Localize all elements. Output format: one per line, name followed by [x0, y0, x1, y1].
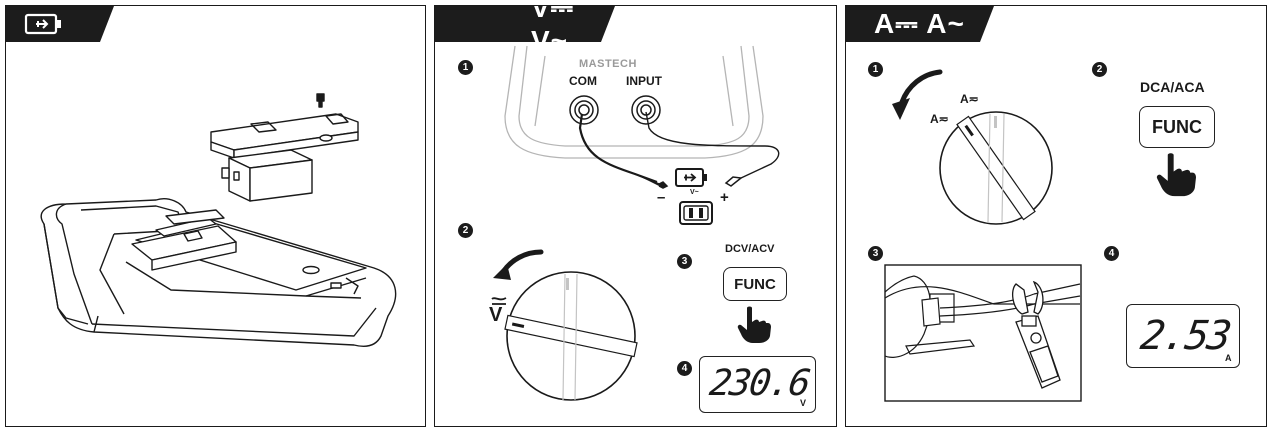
lcd-display-amp: 2.53 A — [1126, 304, 1240, 368]
com-port-label: COM — [569, 74, 597, 88]
screw-icon — [316, 93, 325, 108]
polarity-minus: – — [657, 189, 666, 206]
voltage-panel-header: V⎓ V~ — [435, 6, 601, 56]
step-3-badge: 3 — [677, 254, 692, 269]
battery-panel-header-slant — [100, 6, 114, 42]
step-2-badge: 2 — [1092, 62, 1107, 77]
brand-label: MASTECH — [579, 58, 637, 70]
dial-volt-label: V — [489, 304, 503, 326]
current-panel: A⎓ A~ 1 A≂ A≂ 2 DCA/ACA FUNC 3 — [845, 5, 1267, 427]
step-4-badge: 4 — [1104, 246, 1119, 261]
input-port-label: INPUT — [626, 74, 662, 88]
lcd-amp-unit: A — [1225, 353, 1232, 363]
lcd-volt-value: 230.6 — [707, 363, 812, 404]
lead-socket-icon — [679, 201, 713, 225]
probe-leads-illustration — [569, 95, 780, 189]
voltage-header-title: V⎓ V~ — [531, 5, 575, 56]
mini-battery-icon — [675, 168, 707, 187]
current-header-title: A⎓ A~ — [874, 7, 965, 39]
dial-amp-label-1: A≂ — [960, 92, 979, 106]
polarity-plus: + — [720, 189, 729, 206]
dca-aca-caption: DCA/ACA — [1140, 79, 1205, 95]
mini-mode-label: V~ — [690, 189, 699, 196]
battery-compartment-illustration — [40, 93, 397, 347]
lcd-amp-value: 2.53 — [1137, 313, 1233, 359]
meter-top-outline — [504, 45, 764, 159]
battery-panel — [5, 5, 426, 427]
clamp-on-cable-illustration — [884, 264, 1082, 402]
current-panel-header: A⎓ A~ — [846, 6, 980, 42]
lcd-volt-unit: V — [800, 398, 807, 408]
lcd-display-volt: 230.6 V — [699, 356, 816, 413]
dcv-acv-caption: DCV/ACV — [725, 243, 775, 255]
step-2-badge: 2 — [458, 223, 473, 238]
dial-volt-tilde — [491, 297, 507, 305]
rotate-arrow-icon — [493, 249, 544, 280]
battery-icon — [24, 13, 61, 35]
func-button-amp[interactable]: FUNC — [1139, 106, 1215, 148]
step-1-badge: 1 — [458, 60, 473, 75]
step-3-badge: 3 — [868, 246, 883, 261]
rotary-dial-amp — [939, 111, 1053, 225]
step-4-badge: 4 — [677, 361, 692, 376]
voltage-panel: V⎓ V~ 1 MASTECH COM INPUT — [434, 5, 837, 427]
battery-panel-header — [6, 6, 100, 42]
rotary-dial-volt — [504, 271, 638, 401]
rotate-arrow-icon — [892, 69, 943, 120]
voltage-panel-header-slant — [601, 6, 615, 42]
pointing-hand-icon — [737, 306, 771, 343]
step-1-badge: 1 — [868, 62, 883, 77]
pointing-hand-icon — [1156, 153, 1196, 197]
func-button-volt[interactable]: FUNC — [723, 267, 787, 301]
dial-amp-label-2: A≂ — [930, 112, 949, 126]
current-panel-header-slant — [980, 6, 994, 42]
